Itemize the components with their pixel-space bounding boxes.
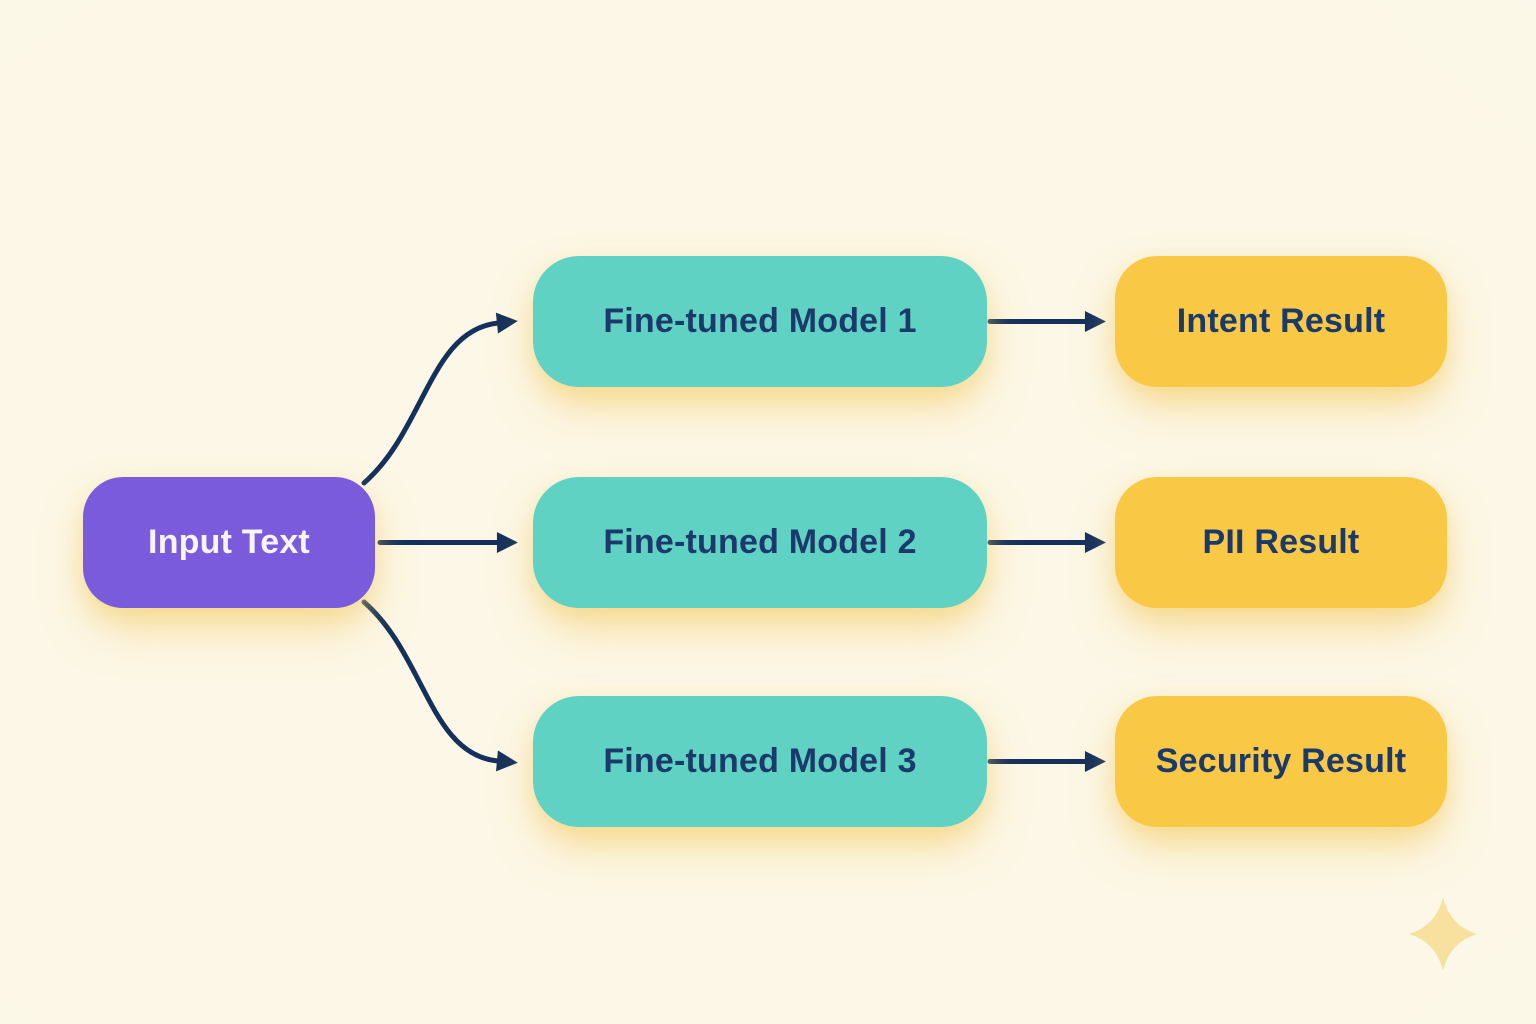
node-fine-tuned-model-1: Fine-tuned Model 1 <box>533 256 987 387</box>
node-security-result: Security Result <box>1115 696 1447 827</box>
node-fine-tuned-model-2-label: Fine-tuned Model 2 <box>603 523 917 561</box>
node-pii-result: PII Result <box>1115 477 1447 608</box>
edge-input-to-model-1 <box>361 312 518 486</box>
node-intent-result: Intent Result <box>1115 256 1447 387</box>
node-intent-result-label: Intent Result <box>1176 302 1386 340</box>
node-fine-tuned-model-3: Fine-tuned Model 3 <box>533 696 987 827</box>
node-fine-tuned-model-1-label: Fine-tuned Model 1 <box>603 302 917 340</box>
edge-input-to-model-3 <box>361 599 518 772</box>
sparkle-icon <box>1409 897 1477 971</box>
node-pii-result-label: PII Result <box>1202 523 1360 561</box>
node-input-text: Input Text <box>83 477 375 608</box>
node-fine-tuned-model-3-label: Fine-tuned Model 3 <box>603 742 917 780</box>
node-fine-tuned-model-2: Fine-tuned Model 2 <box>533 477 987 608</box>
node-security-result-label: Security Result <box>1155 742 1407 780</box>
node-input-text-label: Input Text <box>148 523 310 561</box>
